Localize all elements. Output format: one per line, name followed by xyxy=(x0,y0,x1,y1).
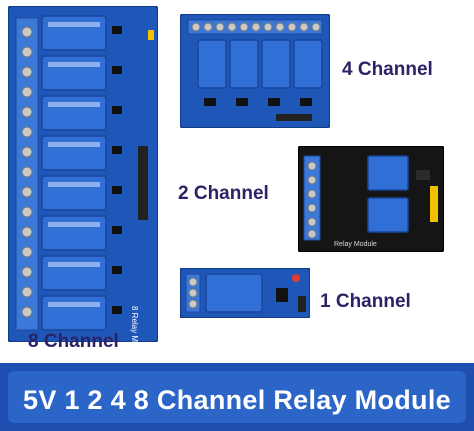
one-channel-label: 1 Channel xyxy=(320,291,411,312)
eight-relay-module-print: 8 Relay Module xyxy=(130,306,139,342)
one-channel-relay-board xyxy=(180,268,310,318)
two-channel-label: 2 Channel xyxy=(178,183,269,204)
two-channel-relay-board: Relay Module xyxy=(298,146,444,252)
four-channel-label: 4 Channel xyxy=(342,59,433,80)
banner-title: 5V 1 2 4 8 Channel Relay Module xyxy=(23,385,451,415)
four-channel-relay-board xyxy=(180,14,330,128)
title-banner-inner: 5V 1 2 4 8 Channel Relay Module xyxy=(8,371,466,423)
eight-channel-label: 8 Channel xyxy=(28,331,119,352)
title-banner: 5V 1 2 4 8 Channel Relay Module xyxy=(0,363,474,431)
relay-module-print: Relay Module xyxy=(334,241,377,248)
eight-channel-relay-board: 8 Relay Module xyxy=(8,6,158,342)
